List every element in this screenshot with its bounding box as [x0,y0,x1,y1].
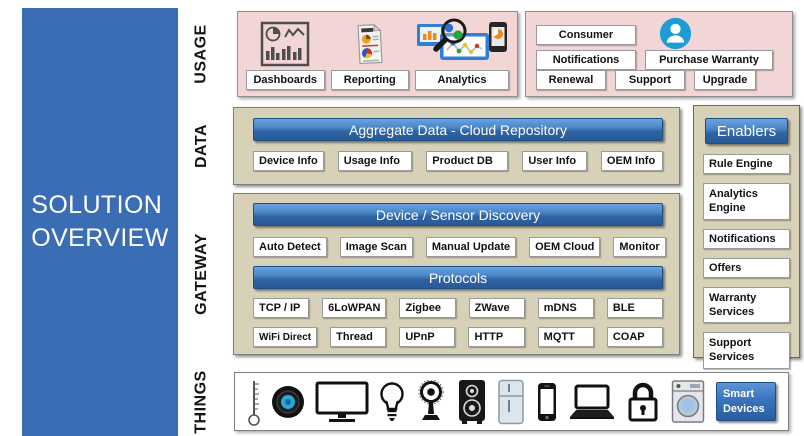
washing-machine-icon [670,379,706,425]
support-services-box: Support Services [703,332,790,369]
usage-app-label-analytics: Analytics [415,70,509,90]
6lowpan-box: 6LoWPAN [322,298,387,318]
zwave-box: ZWave [468,298,525,318]
gateway-panel: Device / Sensor Discovery Auto Detect Im… [233,193,680,355]
product-db-box: Product DB [426,151,509,171]
smart-devices-box: Smart Devices [715,382,776,421]
usage-app-dashboards: Dashboards [246,18,325,90]
http-box: HTTP [468,327,525,347]
page-title-line1: SOLUTION [31,191,163,219]
usage-app-reporting: Reporting [330,18,409,90]
warranty-services-box: Warranty Services [703,286,790,324]
coap-box: COAP [606,327,663,347]
protocols-header: Protocols [253,266,663,289]
image-scan-box: Image Scan [339,237,413,257]
mqtt-box: MQTT [537,327,594,347]
usage-app-analytics: Analytics [415,18,509,90]
enablers-header: Enablers [705,118,788,144]
consumer-box: Consumer [536,25,636,45]
speaker-icon [457,379,487,425]
solution-overview-panel: SOLUTION OVERVIEW [22,8,178,436]
enablers-panel: Enablers Rule Engine Analytics Engine No… [693,105,800,369]
dashboard-icon [260,18,310,70]
renewal-box: Renewal [536,70,606,90]
lock-icon [626,381,660,423]
upnp-box: UPnP [399,327,456,347]
thermometer-icon [247,378,261,426]
wifi-direct-box: WiFi Direct [253,327,318,347]
usage-info-box: Usage Info [337,151,413,171]
aggregate-data-header: Aggregate Data - Cloud Repository [253,118,663,141]
usage-apps-panel: Dashboards [237,11,518,97]
laptop-icon [568,384,616,420]
rule-engine-box: Rule Engine [703,154,790,174]
things-panel: Smart Devices [234,372,789,431]
analytics-engine-box: Analytics Engine [703,183,790,220]
ble-box: BLE [606,298,663,318]
layer-label-usage: USAGE [193,24,210,84]
purchase-warranty-box: Purchase Warranty [645,50,773,70]
mdns-box: mDNS [537,298,594,318]
support-box: Support [615,70,685,90]
oem-cloud-box: OEM Cloud [529,237,601,257]
tv-icon [315,381,369,423]
page-title-line2: OVERVIEW [31,224,169,252]
usage-app-label-reporting: Reporting [330,70,409,90]
monitor-box: Monitor [613,237,666,257]
device-info-box: Device Info [253,151,324,171]
manual-update-box: Manual Update [425,237,517,257]
page-title: SOLUTION OVERVIEW [31,189,169,255]
device-sensor-discovery-header: Device / Sensor Discovery [253,203,663,226]
layer-label-things: THINGS [193,369,211,434]
notifications-enabler-box: Notifications [703,228,790,249]
person-icon [659,17,692,50]
zigbee-box: Zigbee [399,298,456,318]
layer-label-gateway: GATEWAY [193,233,211,315]
notifications-box: Notifications [536,50,636,70]
lightbulb-icon [379,381,405,423]
usage-app-label-dashboards: Dashboards [246,70,325,90]
layer-label-data: DATA [193,123,210,169]
user-info-box: User Info [522,151,587,171]
report-icon [350,18,390,70]
thread-box: Thread [330,327,387,347]
oem-info-box: OEM Info [600,151,663,171]
refrigerator-icon [496,379,526,425]
security-camera-icon [415,379,447,424]
usage-consumer-panel: Consumer Notifications Purchase Warranty… [525,11,793,97]
data-layer-panel: Aggregate Data - Cloud Repository Device… [233,107,680,185]
offers-box: Offers [703,257,790,278]
smartphone-icon [536,382,558,422]
tcp-ip-box: TCP / IP [253,298,310,318]
analytics-icon [415,18,509,70]
auto-detect-box: Auto Detect [253,237,327,257]
thermostat-icon [271,385,305,419]
upgrade-box: Upgrade [694,70,756,90]
